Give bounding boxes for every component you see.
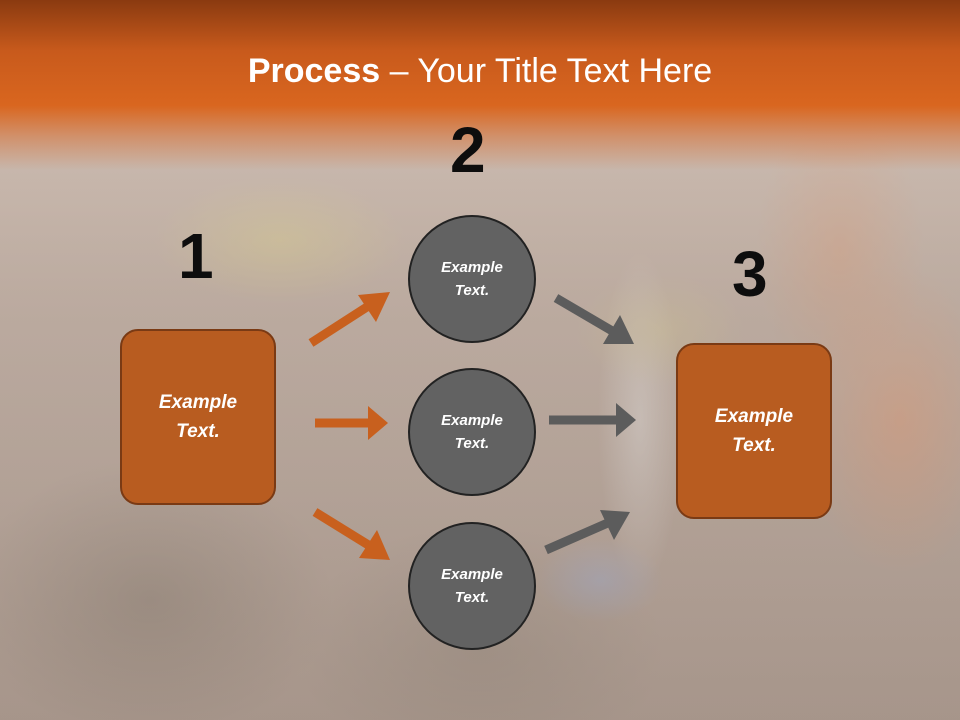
step-3-box: Example Text. [676, 343, 832, 519]
step-2-circle-middle: Example Text. [408, 368, 536, 496]
arrow-bottom-to-3-head [600, 510, 630, 540]
circle-top-label: Example Text. [441, 259, 503, 299]
step-number-2: 2 [450, 114, 486, 186]
arrow-1-to-bottom-shaft [312, 508, 373, 550]
step-number-1: 1 [178, 220, 214, 292]
slide-title: Process – Your Title Text Here [0, 52, 960, 91]
step-2-circle-bottom: Example Text. [408, 522, 536, 650]
arrow-top-to-3-shaft [553, 294, 617, 336]
title-rest: – Your Title Text Here [380, 52, 713, 90]
arrow-1-to-top-shaft [308, 301, 373, 347]
circle-bottom-label: Example Text. [441, 566, 503, 606]
step-3-label: Example Text. [714, 406, 794, 456]
arrow-top-to-3-head [603, 315, 634, 344]
arrow-1-to-top-head [358, 292, 390, 322]
arrow-1-to-middle-head [368, 406, 388, 440]
header-band [0, 0, 960, 170]
step-2-circle-top: Example Text. [408, 215, 536, 343]
orange-arrows [308, 292, 390, 560]
step-number-3: 3 [732, 238, 768, 310]
circle-middle-label: Example Text. [441, 412, 503, 452]
arrow-bottom-to-3-shaft [544, 517, 612, 555]
gray-arrows [544, 294, 636, 555]
step-1-label: Example Text. [158, 392, 238, 442]
arrow-1-to-bottom-head [359, 530, 390, 560]
arrow-middle-to-3-head [616, 403, 636, 437]
step-1-box: Example Text. [120, 329, 276, 505]
title-bold: Process [247, 52, 381, 90]
